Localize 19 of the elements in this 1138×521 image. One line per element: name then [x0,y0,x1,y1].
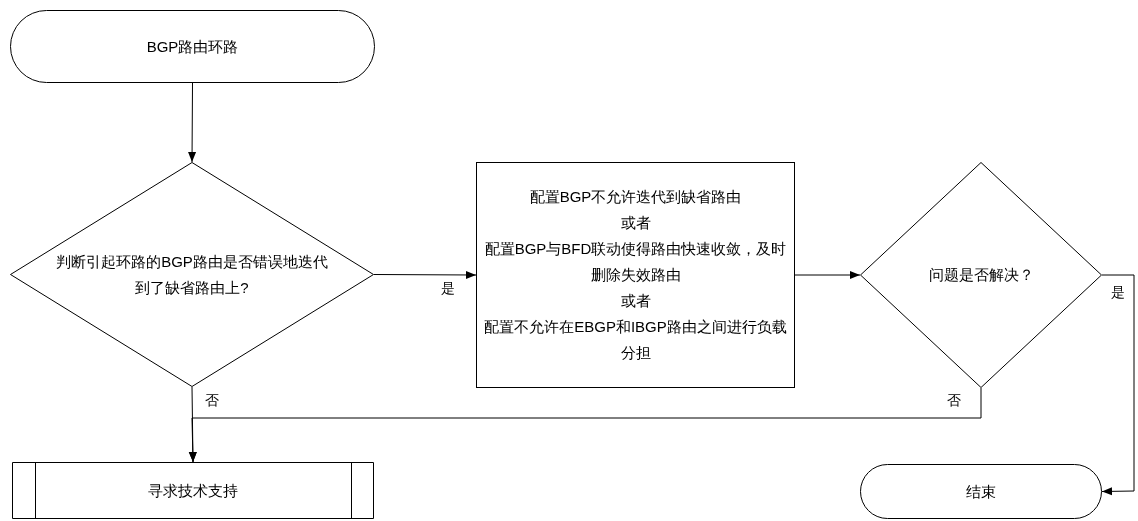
node-text: 寻求技术支持 [148,480,238,501]
arrow [373,270,477,279]
arrow [188,82,197,163]
edge-label: 是 [440,280,456,296]
node-text: 问题是否解决？ [928,265,1034,285]
node-text: 或者 [620,213,651,233]
arrow [188,387,982,463]
edge-label: 是 [1110,284,1126,300]
node-text: BGP路由环路 [146,36,239,57]
arrow [794,271,861,279]
node-text: 配置BGP与BFD联动使得路由快速收敛，及时删除失效路由 [483,239,788,285]
node-text: 配置不允许在EBGP和IBGP路由之间进行负载分担 [483,317,788,363]
arrow [1101,274,1135,496]
node-text: 结束 [966,481,996,502]
node-text: 或者 [620,291,651,311]
edge-label: 否 [946,392,962,408]
node-text: 判断引起环路的BGP路由是否错误地迭代到了缺省路由上? [55,251,329,298]
edge-label: 否 [204,392,220,408]
node-text: 配置BGP不允许迭代到缺省路由 [529,187,742,207]
